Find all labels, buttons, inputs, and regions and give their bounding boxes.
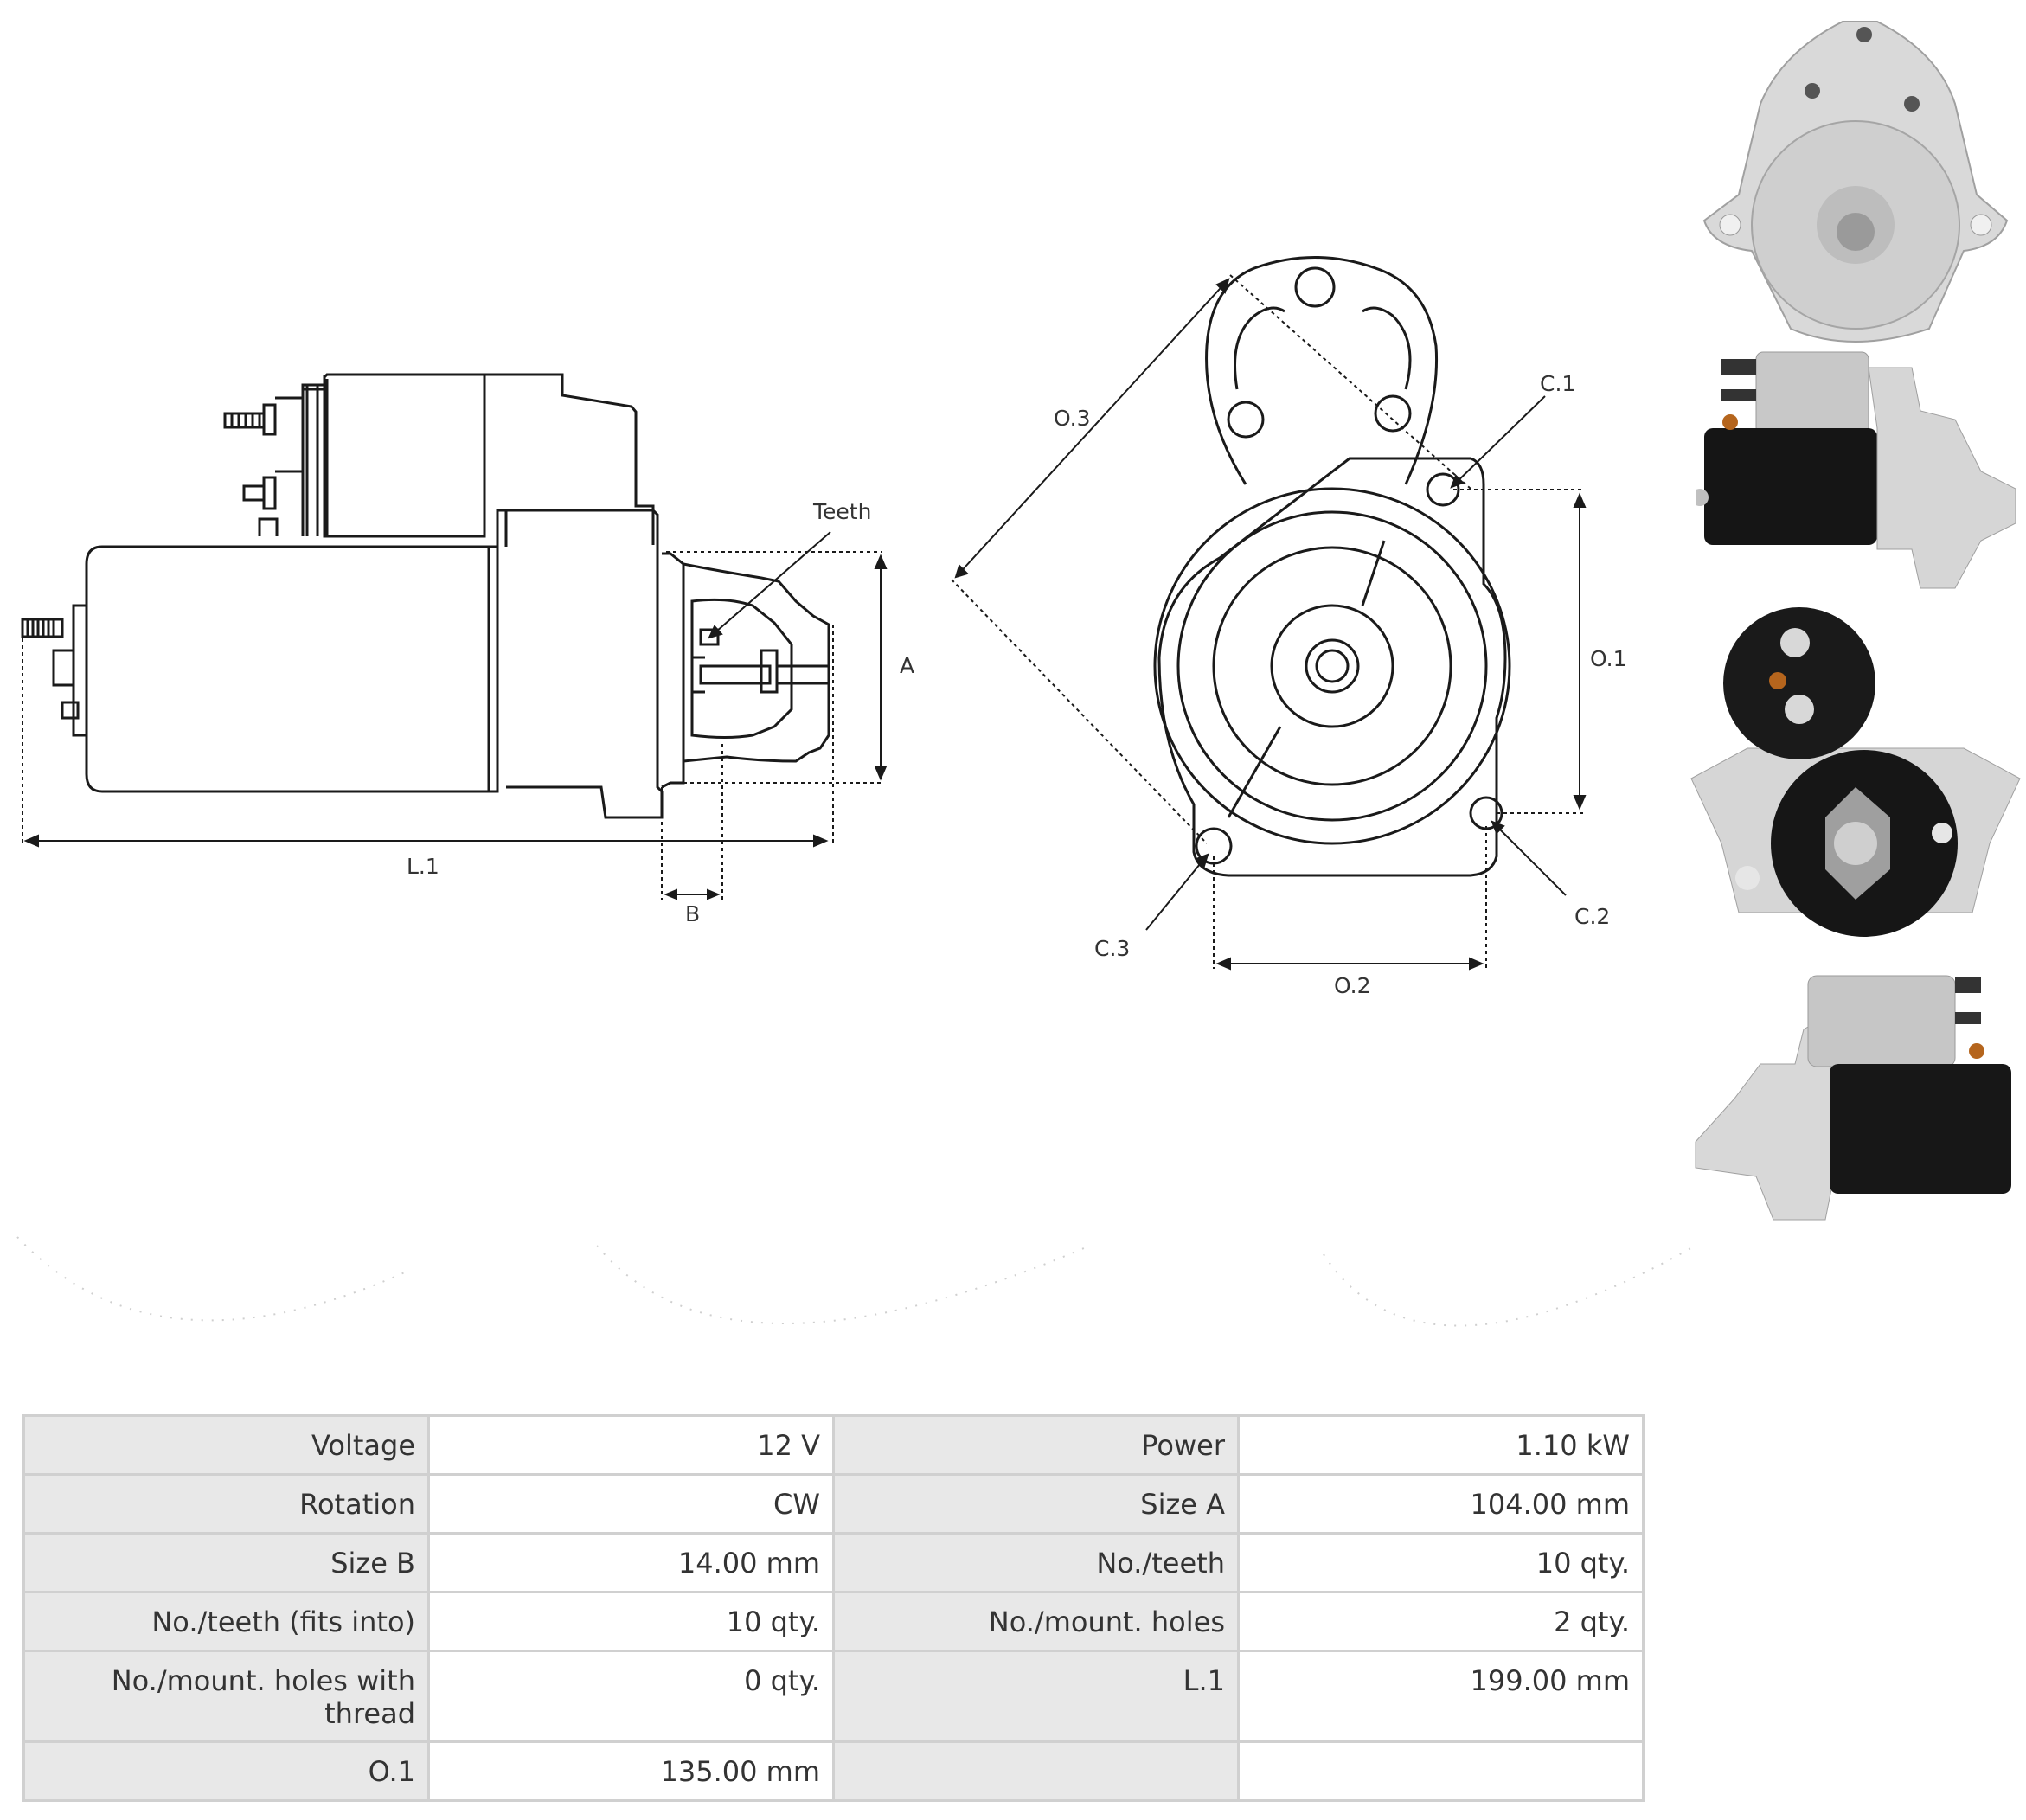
spec-key: No./mount. holes with thread	[22, 1650, 430, 1743]
spec-key: Size B	[22, 1532, 430, 1593]
table-row: No./teeth (fits into) 10 qty. No./mount.…	[22, 1591, 1645, 1652]
spec-key: L.1	[832, 1650, 1240, 1743]
product-photo-side-view	[1696, 351, 2016, 589]
spec-value: 14.00 mm	[427, 1532, 835, 1593]
spec-value: 199.00 mm	[1237, 1650, 1645, 1743]
spec-value: 0 qty.	[427, 1650, 835, 1743]
side-view-drawing	[21, 373, 830, 819]
ghost-artifacts	[16, 1236, 1696, 1327]
label-teeth: Teeth	[812, 499, 871, 524]
product-photo-rear-view	[1690, 607, 2021, 937]
spec-key	[832, 1740, 1240, 1802]
product-photos	[1661, 9, 2024, 1221]
label-o1: O.1	[1590, 646, 1627, 671]
spec-value: 10 qty.	[427, 1591, 835, 1652]
specs-table: Voltage 12 V Power 1.10 kW Rotation CW S…	[22, 1414, 1645, 1802]
spec-value: 104.00 mm	[1237, 1473, 1645, 1535]
spec-key: Voltage	[22, 1414, 430, 1476]
front-view-drawing	[1153, 256, 1511, 877]
label-c3: C.3	[1094, 936, 1130, 961]
spec-value	[1237, 1740, 1645, 1802]
side-view-dimensions	[22, 531, 888, 900]
label-o3: O.3	[1054, 406, 1091, 431]
spec-value: 135.00 mm	[427, 1740, 835, 1802]
label-c1: C.1	[1540, 371, 1575, 396]
table-row: Rotation CW Size A 104.00 mm	[22, 1473, 1645, 1535]
table-row: No./mount. holes with thread 0 qty. L.1 …	[22, 1650, 1645, 1743]
spec-key: Rotation	[22, 1473, 430, 1535]
spec-value: 2 qty.	[1237, 1591, 1645, 1652]
spec-value: CW	[427, 1473, 835, 1535]
spec-key: No./teeth (fits into)	[22, 1591, 430, 1652]
spec-key: No./teeth	[832, 1532, 1240, 1593]
front-view-dimensions	[951, 274, 1587, 971]
table-row: Size B 14.00 mm No./teeth 10 qty.	[22, 1532, 1645, 1593]
spec-key: Power	[832, 1414, 1240, 1476]
spec-key: Size A	[832, 1473, 1240, 1535]
label-b: B	[685, 901, 700, 926]
product-photo-end-view	[1702, 21, 2009, 343]
spec-value: 10 qty.	[1237, 1532, 1645, 1593]
label-a: A	[900, 653, 914, 678]
spec-value: 12 V	[427, 1414, 835, 1476]
spec-key: O.1	[22, 1740, 430, 1802]
label-c2: C.2	[1574, 904, 1610, 929]
label-o2: O.2	[1334, 973, 1371, 998]
spec-key: No./mount. holes	[832, 1591, 1240, 1652]
table-row: Voltage 12 V Power 1.10 kW	[22, 1414, 1645, 1476]
table-row: O.1 135.00 mm	[22, 1740, 1645, 1802]
label-l1: L.1	[407, 854, 439, 879]
spec-value: 1.10 kW	[1237, 1414, 1645, 1476]
product-photo-angled-view	[1695, 975, 2011, 1221]
